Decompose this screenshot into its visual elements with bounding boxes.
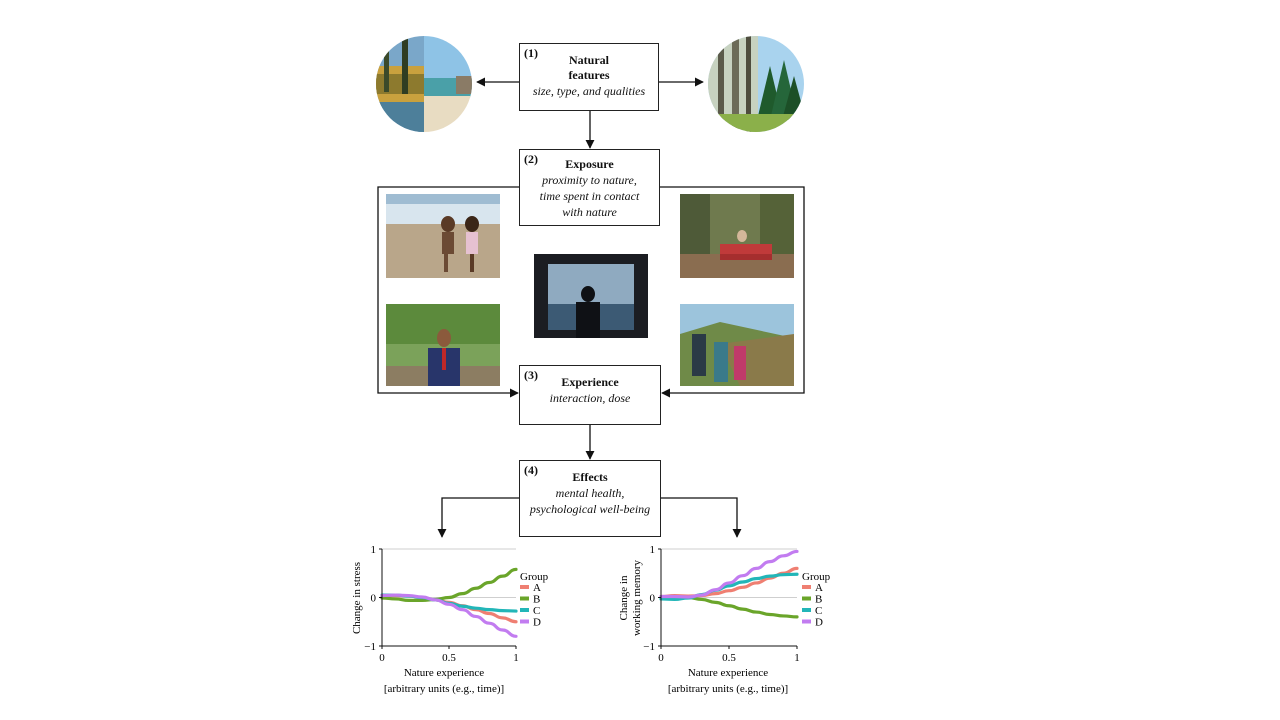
box-subtitle: size, type, and qualities (532, 84, 646, 98)
x-axis-label: [arbitrary units (e.g., time)] (384, 683, 504, 695)
x-tick-label: 1 (794, 652, 800, 664)
legend-swatch-b (802, 596, 811, 601)
legend-label-d: D (533, 617, 541, 629)
box-number: (4) (524, 463, 538, 477)
box-exposure: (2) Exposure proximity to nature, time s… (519, 149, 660, 226)
box-number: (2) (524, 152, 538, 166)
box-subtitle: interaction, dose (549, 391, 631, 405)
legend-swatch-d (802, 619, 811, 624)
x-tick-label: 0.5 (442, 652, 456, 664)
x-axis-label: Nature experience (404, 667, 484, 679)
box-title: Experience (561, 375, 619, 389)
x-tick-label: 0.5 (722, 652, 736, 664)
x-axis-label: [arbitrary units (e.g., time)] (668, 683, 788, 695)
photo-window-silhouette (534, 254, 648, 338)
box-title: Effects (572, 470, 608, 484)
box-subtitle: time spent in contact (539, 189, 640, 203)
photo-man-phone (386, 304, 500, 386)
legend-swatch-c (802, 608, 811, 612)
legend-swatch-c (520, 608, 529, 612)
photo-hikers (680, 304, 794, 386)
y-tick-label: 1 (371, 544, 377, 556)
arrow-effects-right (661, 497, 742, 538)
legend-label-a: A (533, 582, 541, 594)
legend-swatch-a (802, 585, 811, 589)
arrow-effects-left (437, 497, 519, 538)
legend-swatch-d (520, 619, 529, 624)
exposure-frame-right (660, 186, 805, 398)
x-tick-label: 0 (658, 652, 664, 664)
box-title: features (568, 68, 610, 82)
landscape-circle-left (376, 36, 472, 132)
x-tick-label: 1 (513, 652, 519, 664)
y-tick-label: 0 (371, 593, 377, 605)
box-number: (3) (524, 368, 538, 382)
series-line-b (380, 567, 518, 603)
y-axis-label: working memory (631, 559, 643, 636)
legend-label-c: C (815, 605, 822, 617)
box-experience: (3) Experience interaction, dose (519, 365, 661, 425)
legend-title: Group (802, 571, 831, 583)
box-subtitle: proximity to nature, (542, 173, 637, 187)
series-line-d (380, 593, 518, 638)
photo-bench-park (680, 194, 794, 278)
series-line-d (659, 549, 799, 599)
chart-working-memory: 1 0 −1 0 0.5 1 Change in working memory … (618, 544, 831, 695)
legend-label-c: C (533, 605, 540, 617)
photo-children-beach (386, 194, 500, 278)
x-tick-label: 0 (379, 652, 385, 664)
box-subtitle: with nature (562, 205, 617, 219)
forest-image (708, 36, 804, 132)
y-tick-label: −1 (364, 641, 376, 653)
legend-label-a: A (815, 582, 823, 594)
box-effects: (4) Effects mental health, psychological… (519, 460, 661, 537)
landscape-circle-right (708, 36, 804, 132)
legend-label-d: D (815, 617, 823, 629)
y-tick-label: −1 (643, 641, 655, 653)
legend-title: Group (520, 571, 549, 583)
chart-stress: 1 0 −1 0 0.5 1 Change in stress Nature e… (351, 544, 549, 695)
box-natural-features: (1) Natural features size, type, and qua… (519, 43, 659, 111)
box-subtitle: psychological well-being (529, 502, 651, 516)
legend-label-b: B (533, 594, 540, 606)
box-title: Exposure (565, 157, 614, 171)
y-tick-label: 1 (650, 544, 656, 556)
y-axis-label: Change in (618, 575, 630, 620)
exposure-frame-left (377, 186, 519, 398)
y-axis-label: Change in stress (351, 562, 363, 634)
legend-swatch-a (520, 585, 529, 589)
box-title: Natural (569, 53, 609, 67)
legend-label-b: B (815, 594, 822, 606)
landscape-lake-beach-image (376, 36, 472, 132)
box-subtitle: mental health, (555, 486, 625, 500)
legend-swatch-b (520, 596, 529, 601)
x-axis-label: Nature experience (688, 667, 768, 679)
box-number: (1) (524, 46, 538, 60)
y-tick-label: 0 (650, 593, 656, 605)
